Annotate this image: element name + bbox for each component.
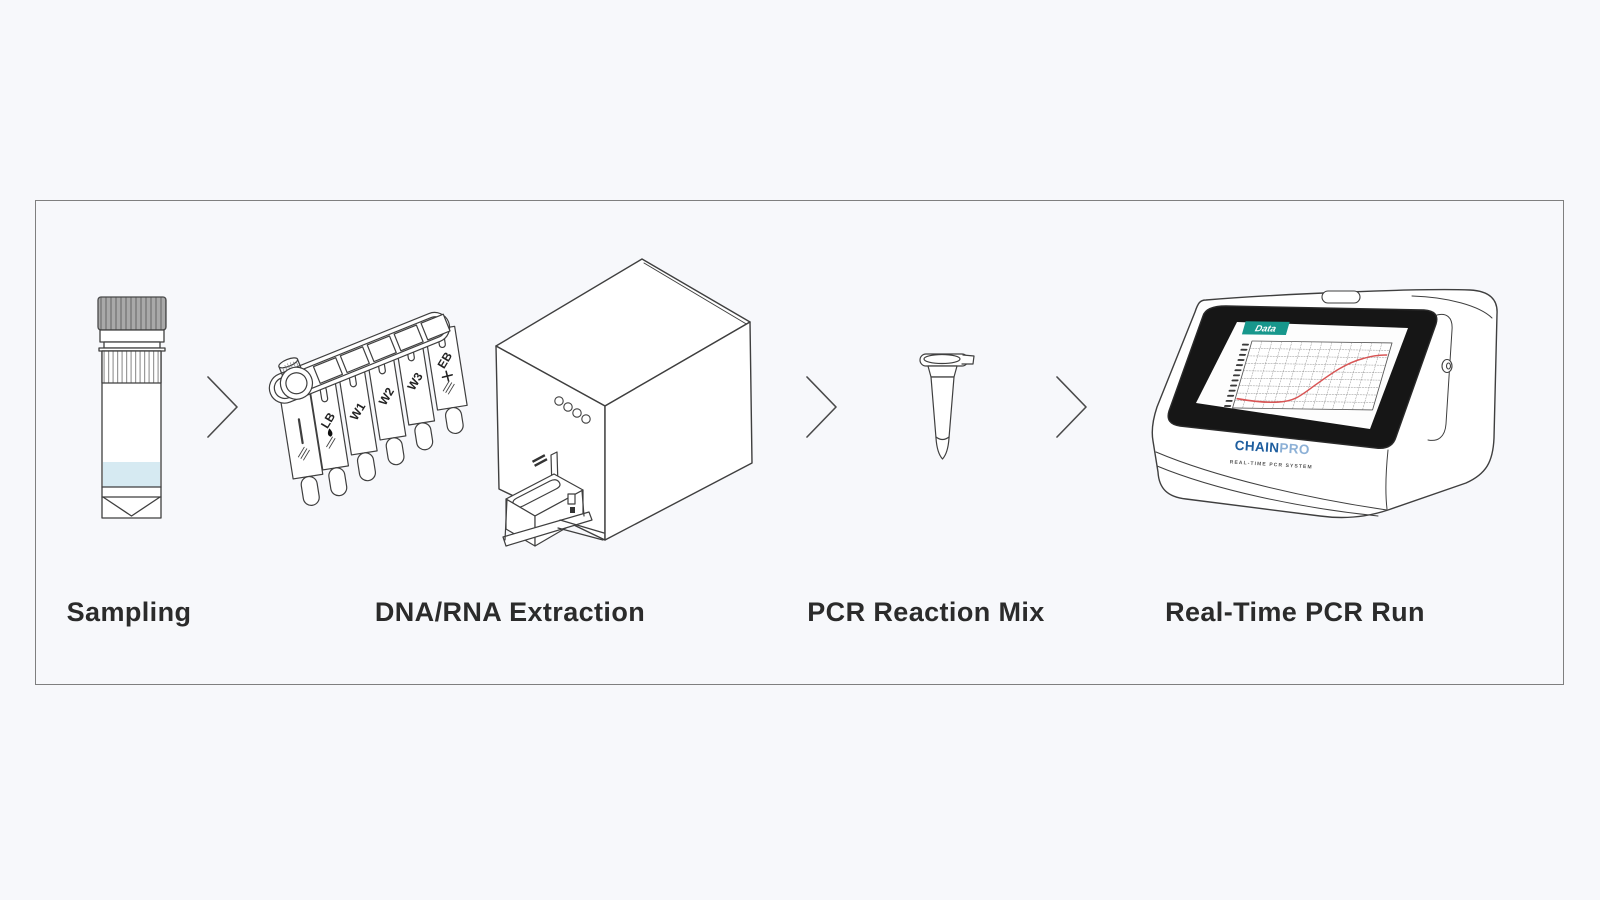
lid-seam xyxy=(1411,295,1493,319)
arrow-chevron-2 xyxy=(806,376,837,438)
cartridge-rim xyxy=(268,311,451,404)
instrument-lid-seam xyxy=(643,262,749,326)
arrow-chevron-1 xyxy=(207,376,238,438)
tube-cap-skirt xyxy=(99,329,165,343)
pcr-tube-cap-top xyxy=(923,353,961,365)
cartridge-well-w2: W2 xyxy=(366,352,407,466)
fine-print-lines xyxy=(326,436,336,449)
axis-tick-marks xyxy=(1224,343,1249,407)
base-seam-lower xyxy=(1156,465,1379,517)
chart-plot-border xyxy=(1232,340,1393,411)
cartridge-well-eb: EB xyxy=(424,325,468,435)
indicator-lights xyxy=(554,396,591,424)
front-right-seam xyxy=(1385,449,1389,510)
base-seam-upper xyxy=(1155,451,1388,511)
tray-latch xyxy=(567,493,576,505)
arrow-chevron-3 xyxy=(1056,376,1087,438)
cartridge-well-rod-cover xyxy=(279,390,324,506)
pcr-tube-meniscus xyxy=(935,436,950,441)
extraction-instrument-illustration xyxy=(495,258,753,547)
brand-logo: CHAINPRO REAL-TIME PCR SYSTEM xyxy=(1230,438,1313,471)
tube-thread-ribs xyxy=(101,350,162,384)
data-tab-label: Data xyxy=(1254,324,1277,334)
pcr-tube-collar xyxy=(927,365,958,378)
diagram-border-frame xyxy=(35,200,1564,685)
fine-print-lines xyxy=(442,380,455,395)
lid-handle-notch xyxy=(1321,290,1361,304)
tray-latch-dot xyxy=(570,507,575,513)
brand-logo-light: PRO xyxy=(1279,440,1310,457)
tube-cap xyxy=(97,296,167,331)
pcr-tube-cap-tab xyxy=(961,354,975,365)
rod-cover-port xyxy=(278,357,314,400)
step-label-pcr-mix: PCR Reaction Mix xyxy=(807,597,1045,627)
cross-icon xyxy=(441,370,453,382)
cartridge-well-w3: W3 xyxy=(395,339,436,451)
power-button xyxy=(1441,358,1453,374)
chart-grid-horizontal xyxy=(1234,348,1391,403)
amplification-curve xyxy=(1236,354,1388,404)
fine-print-lines xyxy=(297,446,310,461)
brand-logo-bold: CHAIN xyxy=(1234,438,1280,456)
step-label-extraction: DNA/RNA Extraction xyxy=(374,597,646,627)
step-label-pcr-run: Real-Time PCR Run xyxy=(1165,597,1425,627)
instrument-label-mark xyxy=(531,454,548,467)
cartridge-well-w1: W1 xyxy=(337,365,378,482)
svg-text:CHAINPRO: CHAINPRO xyxy=(1234,438,1310,458)
side-panel-edge xyxy=(1427,313,1453,441)
tube-cone-bottom xyxy=(102,496,161,517)
screen-content: Data xyxy=(1224,321,1393,411)
brand-tagline: REAL-TIME PCR SYSTEM xyxy=(1230,459,1313,470)
step-label-sampling: Sampling xyxy=(66,597,192,627)
pcr-tube-body xyxy=(930,376,955,460)
rod-cover-mark xyxy=(297,418,304,445)
cartridge-well-lb: LB xyxy=(308,378,350,497)
pcr-instrument-illustration: Data CHAINPRO REAL-TIME PCR SYSTEM xyxy=(1151,288,1498,519)
sample-tray xyxy=(502,451,605,547)
droplet-icon xyxy=(327,428,333,437)
tube-liquid xyxy=(103,462,160,487)
reagent-cartridge-illustration: EB W3 W2 W1 xyxy=(268,311,468,506)
data-tab xyxy=(1241,321,1290,335)
instrument-right-face xyxy=(604,321,753,541)
sample-tube-illustration xyxy=(97,296,167,519)
tube-neck-ring xyxy=(103,341,161,349)
pcr-tube-illustration xyxy=(919,353,975,460)
